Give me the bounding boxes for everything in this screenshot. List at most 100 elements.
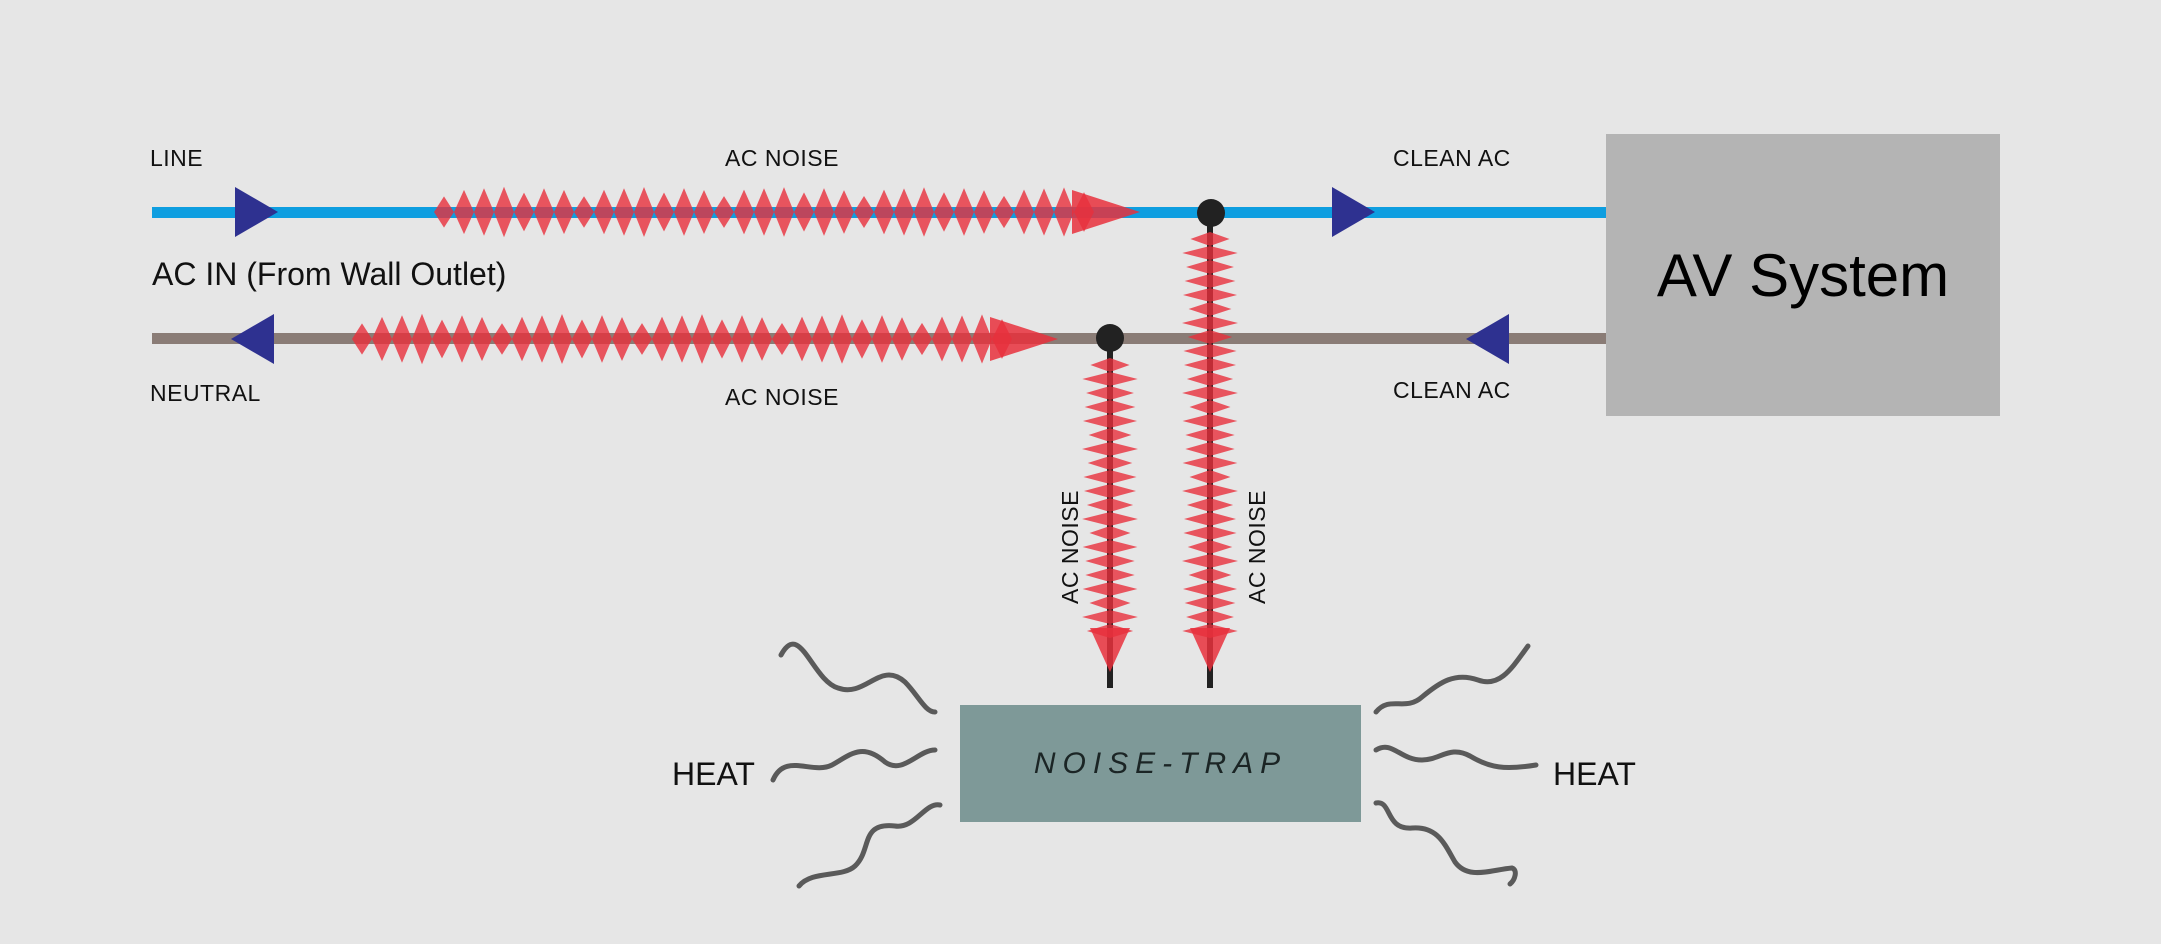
- noise-spike-icon: [572, 319, 592, 359]
- noise-spike-icon: [1083, 484, 1137, 498]
- noise-spike-icon: [1184, 596, 1236, 610]
- noise-spike-icon: [372, 316, 392, 362]
- noise-spike-icon: [872, 315, 892, 363]
- noise-spike-icon: [654, 192, 674, 232]
- noise-spike-icon: [934, 192, 954, 232]
- noise-spike-icon: [1082, 372, 1138, 386]
- noise-spike-icon: [1088, 428, 1132, 442]
- heat-wave-icon: [1373, 744, 1539, 771]
- noise-spike-icon: [892, 317, 912, 361]
- noise-spike-icon: [1082, 442, 1138, 456]
- noise-spike-icon: [752, 317, 772, 361]
- noise-spike-icon: [1186, 260, 1234, 274]
- line-label: LINE: [150, 145, 204, 171]
- noise-spike-icon: [952, 315, 972, 363]
- ac-in-label: AC IN (From Wall Outlet): [152, 256, 507, 292]
- noise-spike-icon: [614, 188, 634, 236]
- noise-spike-icon: [1082, 512, 1138, 526]
- heat-wave-icon: [770, 747, 938, 783]
- noise-spike-icon: [1082, 540, 1138, 554]
- noise-spike-icon: [852, 319, 872, 359]
- noise-spike-icon: [1034, 188, 1054, 236]
- noise-spike-icon: [1082, 414, 1138, 428]
- noise-spike-icon: [674, 188, 694, 236]
- line-in-arrow-icon: [235, 187, 278, 237]
- noise-spike-icon: [1183, 344, 1237, 358]
- noise-spike-icon: [1182, 582, 1238, 596]
- noise-spike-icon: [652, 316, 672, 362]
- noise-spike-icon: [1187, 540, 1233, 554]
- noise-spike-icon: [932, 316, 952, 362]
- noise-spike-icon: [1183, 358, 1237, 372]
- noise-spike-icon: [974, 190, 994, 234]
- noise-spike-icon: [1085, 554, 1135, 568]
- noise-spike-icon: [1182, 386, 1238, 400]
- noise-spike-icon: [1184, 274, 1236, 288]
- noise-spike-icon: [1182, 414, 1238, 428]
- neutral-out-arrow-icon: [1466, 314, 1509, 364]
- noise-spike-icon: [912, 322, 932, 356]
- noise-spike-icon: [694, 189, 714, 235]
- neutral-label: NEUTRAL: [150, 380, 261, 406]
- noise-spike-icon: [412, 313, 432, 365]
- noise-spike-icon: [574, 196, 594, 228]
- noise-spike-icon: [1188, 568, 1232, 582]
- noise-spike-icon: [1087, 456, 1133, 470]
- noise-spike-icon: [712, 319, 732, 359]
- noise-spike-icon: [634, 186, 654, 238]
- noise-trap-label: NOISE-TRAP: [1033, 746, 1288, 780]
- neutral-noise-signal: [352, 313, 1058, 365]
- noise-arrowhead-icon: [1090, 628, 1130, 672]
- noise-spike-icon: [692, 314, 712, 364]
- clean-ac-neutral-label: CLEAN AC: [1393, 377, 1511, 403]
- noise-spike-icon: [1183, 512, 1237, 526]
- line-noise-signal: [434, 186, 1140, 238]
- noise-spike-icon: [472, 316, 492, 362]
- noise-spike-icon: [392, 315, 412, 363]
- noise-arrowhead-icon: [990, 317, 1058, 361]
- heat-wave-icon: [778, 641, 938, 715]
- heat-wave-icon: [796, 802, 943, 889]
- noise-spike-icon: [474, 188, 494, 236]
- heat-wave-icon: [1373, 800, 1518, 887]
- noise-spike-icon: [1085, 568, 1135, 582]
- noise-spike-icon: [772, 322, 792, 356]
- noise-spike-icon: [972, 314, 992, 364]
- noise-spike-icon: [834, 190, 854, 234]
- noise-spike-icon: [612, 316, 632, 362]
- noise-spike-icon: [1084, 400, 1136, 414]
- noise-spike-icon: [1190, 232, 1230, 246]
- noise-spike-icon: [1086, 386, 1134, 400]
- noise-spike-icon: [534, 188, 554, 236]
- noise-spike-icon: [1189, 470, 1231, 484]
- ac-noise-line-label: AC NOISE: [725, 145, 839, 171]
- av-system-box: AV System: [1606, 134, 2000, 416]
- noise-spike-icon: [1089, 526, 1131, 540]
- heat-wave-icon: [1373, 643, 1531, 715]
- noise-spike-icon: [552, 313, 572, 365]
- noise-spike-icon: [494, 186, 514, 238]
- noise-spike-icon: [1189, 400, 1231, 414]
- noise-spike-icon: [554, 189, 574, 235]
- noise-spike-icon: [1089, 596, 1131, 610]
- noise-spike-icon: [714, 196, 734, 228]
- clean-ac-line-label: CLEAN AC: [1393, 145, 1511, 171]
- noise-spike-icon: [1090, 358, 1130, 372]
- noise-spike-icon: [792, 316, 812, 362]
- heat-waves: [770, 641, 1539, 889]
- noise-spike-icon: [1182, 484, 1238, 498]
- heat-left-label: HEAT: [672, 756, 755, 792]
- noise-trap-box: NOISE-TRAP: [960, 705, 1361, 822]
- noise-spike-icon: [454, 189, 474, 235]
- noise-spike-icon: [452, 315, 472, 363]
- noise-spike-icon: [1182, 288, 1238, 302]
- noise-spike-icon: [794, 192, 814, 232]
- noise-spike-icon: [832, 314, 852, 364]
- noise-spike-icon: [632, 323, 652, 355]
- ac-noise-drop-left-label: AC NOISE: [1057, 490, 1083, 604]
- noise-spike-icon: [352, 323, 372, 355]
- noise-spike-icon: [1185, 442, 1235, 456]
- noise-arrowhead-icon: [1072, 190, 1140, 234]
- noise-spike-icon: [1082, 610, 1138, 624]
